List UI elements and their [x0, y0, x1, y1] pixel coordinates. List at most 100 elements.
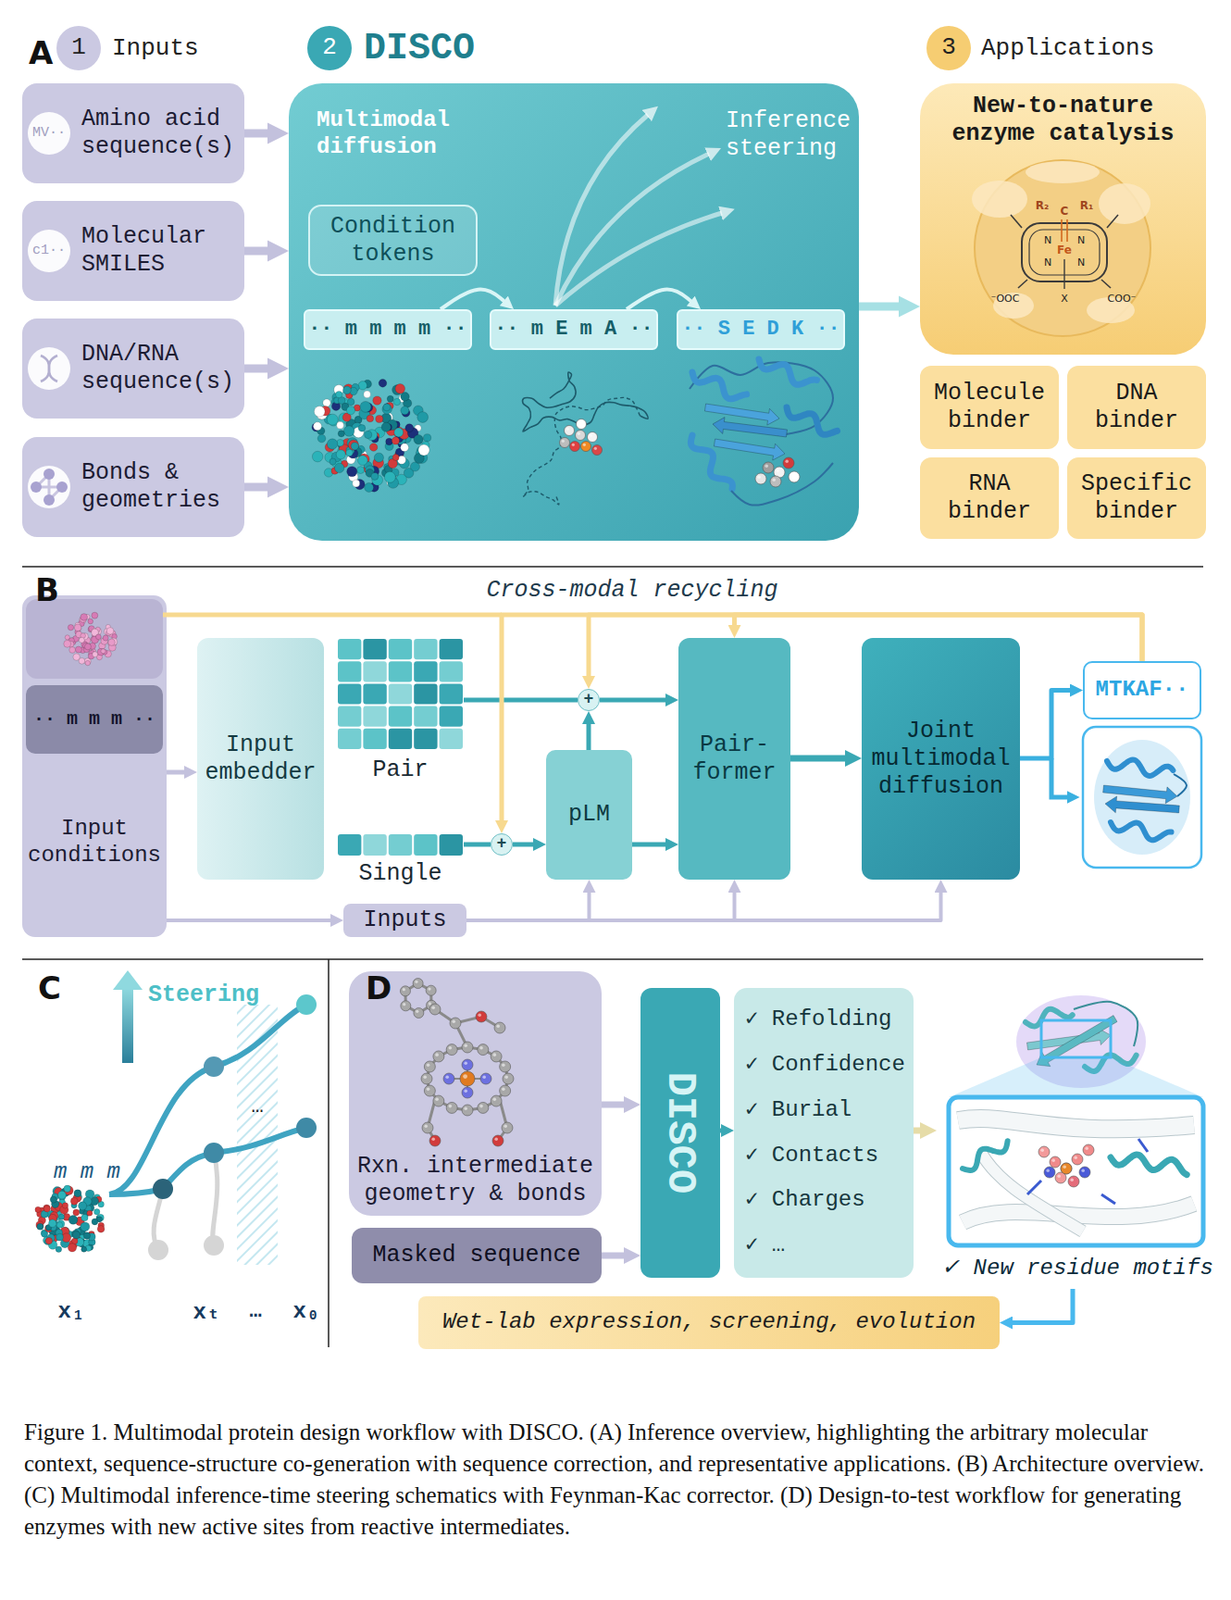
atom: [399, 985, 411, 996]
atom: [1038, 1145, 1050, 1157]
atom: [433, 1094, 445, 1107]
pair-cell: [388, 706, 412, 727]
helix-ribbon: [1025, 1008, 1073, 1027]
output-structure: [1082, 726, 1202, 868]
zoom-source: [1041, 1019, 1111, 1057]
particle: [400, 443, 410, 452]
connector-arrow: [244, 483, 270, 492]
particle: [363, 390, 372, 398]
disco-panel-text: Inference steering: [725, 107, 856, 163]
atom-highlight: [463, 1060, 468, 1065]
design-result-text: ✓ New residue motifs: [936, 1255, 1219, 1282]
atom: [570, 441, 581, 452]
particle: [347, 397, 355, 406]
atom: [449, 1017, 461, 1029]
pair-cell: [337, 660, 361, 682]
atom: [429, 1134, 441, 1146]
zoom-box: [948, 1096, 1204, 1245]
atom-label: Fe: [1056, 243, 1072, 257]
bond: [1106, 214, 1119, 228]
panel-fill: [348, 970, 602, 1216]
bond: [1018, 279, 1028, 288]
particle: [413, 434, 423, 444]
ribbon-outline: [981, 1152, 1083, 1231]
panel-label: DISCO: [363, 27, 475, 70]
atom: [477, 1044, 489, 1056]
atom-highlight: [1081, 1168, 1085, 1172]
atom-highlight: [771, 477, 776, 482]
step-circle-text: 2: [322, 33, 337, 63]
particle-state: [296, 994, 317, 1015]
atom: [788, 471, 800, 483]
token-box: ·· S E D K ··: [676, 309, 846, 350]
atom-label: R₂: [1035, 198, 1050, 212]
panel-label: Inputs: [111, 34, 199, 63]
icon-circle: [27, 465, 71, 509]
atom-label: X: [1060, 292, 1069, 305]
particle: [335, 462, 345, 473]
panel-label: B: [35, 571, 60, 609]
bond: [1063, 259, 1065, 289]
protein-surface: [1025, 161, 1100, 184]
particle: [43, 1205, 50, 1212]
beta-strand: [712, 417, 787, 437]
application-box-text: RNA binder: [920, 470, 1059, 526]
pair-cell: [439, 638, 463, 660]
particle: [392, 453, 399, 461]
bond: [1138, 1138, 1148, 1152]
protein-surface: [1098, 183, 1151, 224]
token-box: ·· m E m A ··: [489, 309, 659, 350]
disco-panel: Multimodal diffusionInference steeringCo…: [288, 83, 859, 541]
particle: [78, 1201, 88, 1210]
particle: [366, 414, 374, 423]
particle: [72, 1231, 80, 1239]
particle: [102, 634, 109, 641]
pair-grid-text: Pair: [336, 756, 464, 784]
bond: [1066, 219, 1069, 242]
single-cell: [388, 833, 412, 856]
atom: [576, 419, 587, 430]
connector-arrow: [466, 891, 942, 921]
atom: [1068, 1175, 1080, 1187]
intermediate-box-text: Rxn. intermediate geometry & bonds: [348, 1152, 602, 1208]
atom: [477, 1101, 489, 1113]
particle: [373, 452, 384, 462]
bond: [1060, 219, 1063, 242]
disco-model-box: DISCO: [640, 987, 721, 1278]
sequence-box-text: ·· m m m ··: [33, 708, 156, 731]
particle: [100, 648, 106, 654]
particle: [78, 658, 86, 665]
gray-branch: [212, 1152, 218, 1245]
application-panel-text: New-to-nature enzyme catalysis: [929, 92, 1197, 149]
atom-highlight: [1062, 1164, 1067, 1169]
particle: [326, 413, 338, 425]
pair-cell: [337, 638, 361, 660]
atom-highlight: [784, 459, 789, 463]
helix-ribbon: [1106, 758, 1173, 776]
icon-circle: [27, 347, 71, 390]
atom: [413, 1007, 424, 1018]
particle-state: [148, 1239, 169, 1260]
particle: [70, 1196, 78, 1205]
panel-fills: [22, 83, 1207, 1216]
atom-highlight: [1069, 1177, 1074, 1182]
atom: [460, 1070, 475, 1086]
token-box-text: ·· S E D K ··: [681, 317, 841, 342]
particle: [343, 425, 354, 436]
atom-highlight: [566, 427, 570, 431]
particle: [91, 611, 99, 619]
atom: [499, 1060, 511, 1072]
atom: [1060, 1162, 1072, 1174]
connector-arrow: [463, 697, 578, 703]
pair-cell: [439, 660, 463, 682]
particle: [348, 439, 359, 450]
connector-arrow: [244, 247, 270, 256]
token-box: ·· m m m m ··: [303, 309, 473, 350]
particle: [73, 1208, 80, 1216]
token-box-text: ·· m m m m ··: [308, 317, 468, 342]
connector-arrow: [244, 364, 270, 374]
atom: [592, 445, 603, 456]
input-box-text: Bonds & geometries: [81, 459, 239, 515]
atom-highlight: [431, 1136, 436, 1141]
particle: [58, 1213, 64, 1219]
